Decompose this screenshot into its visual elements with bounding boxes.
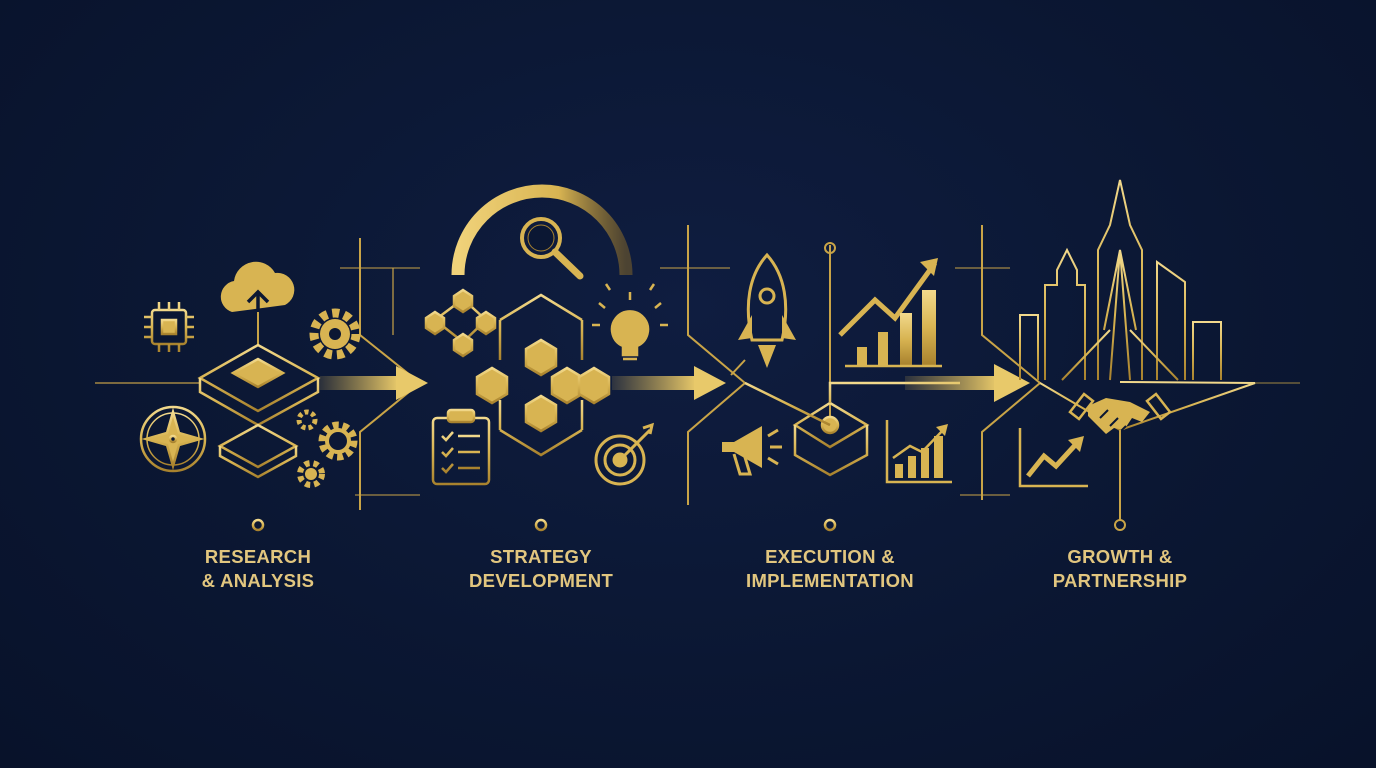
target-icon [594, 422, 655, 486]
hexagon-network-icon [424, 275, 611, 532]
arrow-1 [320, 366, 428, 400]
stage-label-line1: RESEARCH [204, 546, 312, 567]
platform-diamond-icon [197, 343, 321, 532]
clipboard-checklist-icon [431, 408, 491, 486]
stage-label-growth: GROWTH & PARTNERSHIP [990, 545, 1250, 593]
gear-icon [309, 308, 361, 360]
stage-research [139, 261, 361, 532]
stage-label-line2: IMPLEMENTATION [746, 570, 914, 591]
stage-label-research: RESEARCH & ANALYSIS [128, 545, 388, 593]
trend-chart-icon [1018, 428, 1126, 531]
megaphone-icon [722, 426, 782, 476]
arrow-3 [905, 364, 1030, 402]
arrow-2 [612, 366, 726, 400]
stage-label-line2: DEVELOPMENT [468, 570, 614, 591]
stage-label-line1: EXECUTION & [765, 546, 895, 567]
magnifier-arc-icon [451, 184, 633, 280]
compass-icon [139, 405, 207, 473]
stage-execution [722, 242, 960, 532]
stage-growth [1018, 179, 1256, 531]
platform-node-icon [744, 381, 960, 532]
growth-chart-icon [824, 242, 942, 418]
rocket-icon [730, 252, 796, 376]
stage-label-line2: PARTNERSHIP [1052, 570, 1188, 591]
bar-chart-icon [885, 420, 952, 484]
stage-label-line1: GROWTH & [1067, 546, 1173, 567]
stage-label-line2: & ANALYSIS [201, 570, 315, 591]
gears-icon [296, 409, 358, 488]
handshake-icon [1068, 392, 1172, 434]
city-skyline-icon [1019, 179, 1256, 432]
cloud-upload-icon [220, 261, 295, 345]
stage-label-execution: EXECUTION & IMPLEMENTATION [700, 545, 960, 593]
stage-strategy [424, 184, 668, 532]
microchip-icon [144, 302, 194, 352]
stage-label-strategy: STRATEGY DEVELOPMENT [411, 545, 671, 593]
stage-label-line1: STRATEGY [490, 546, 592, 567]
lightbulb-icon [592, 283, 668, 361]
